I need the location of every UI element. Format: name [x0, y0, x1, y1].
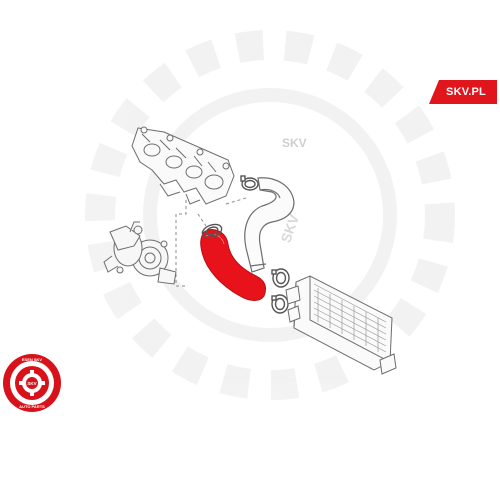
dashed-guide-lines [175, 197, 247, 287]
logo-bottom-text: AUTO PARTS [19, 404, 45, 409]
upper-hose-clamp [240, 175, 259, 191]
intake-manifold-illustration [131, 126, 235, 205]
gear-watermark-icon [85, 30, 455, 400]
logo-top-text: ESEN SKV [22, 357, 43, 362]
turbo-hose-clamp [201, 223, 223, 239]
upper-intercooler-hose [244, 177, 295, 273]
logo-inner-text: SKV [27, 381, 36, 386]
intercooler-hose-clamps [271, 268, 290, 314]
intercooler-illustration [285, 275, 397, 375]
watermark-text: SKV [282, 136, 307, 150]
brand-tag-text: SKV.PL [446, 86, 486, 98]
turbocharger-illustration [103, 221, 177, 285]
brand-website-tag: SKV.PL [429, 80, 497, 104]
company-logo-badge: SKV ESEN SKV AUTO PARTS [3, 354, 61, 412]
